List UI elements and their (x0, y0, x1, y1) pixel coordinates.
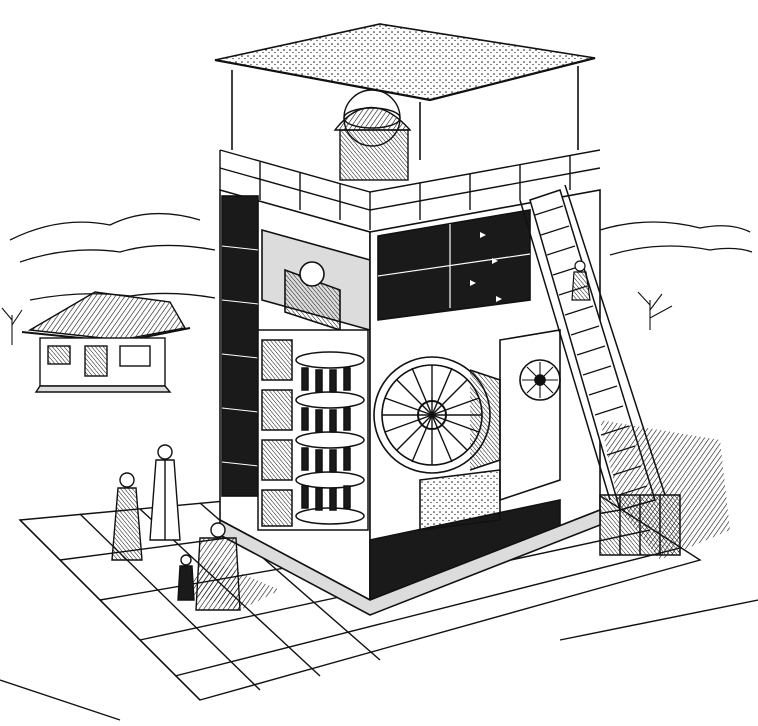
armillary-sphere (333, 89, 412, 181)
trees (1, 291, 673, 345)
pavilion (21, 291, 191, 393)
tiered-drum-tower (257, 329, 369, 531)
top-balcony (219, 149, 601, 230)
water-wheel (373, 329, 561, 531)
tower-roof (214, 23, 596, 160)
robed-figures (111, 444, 241, 611)
figure-on-stairs (571, 260, 591, 301)
